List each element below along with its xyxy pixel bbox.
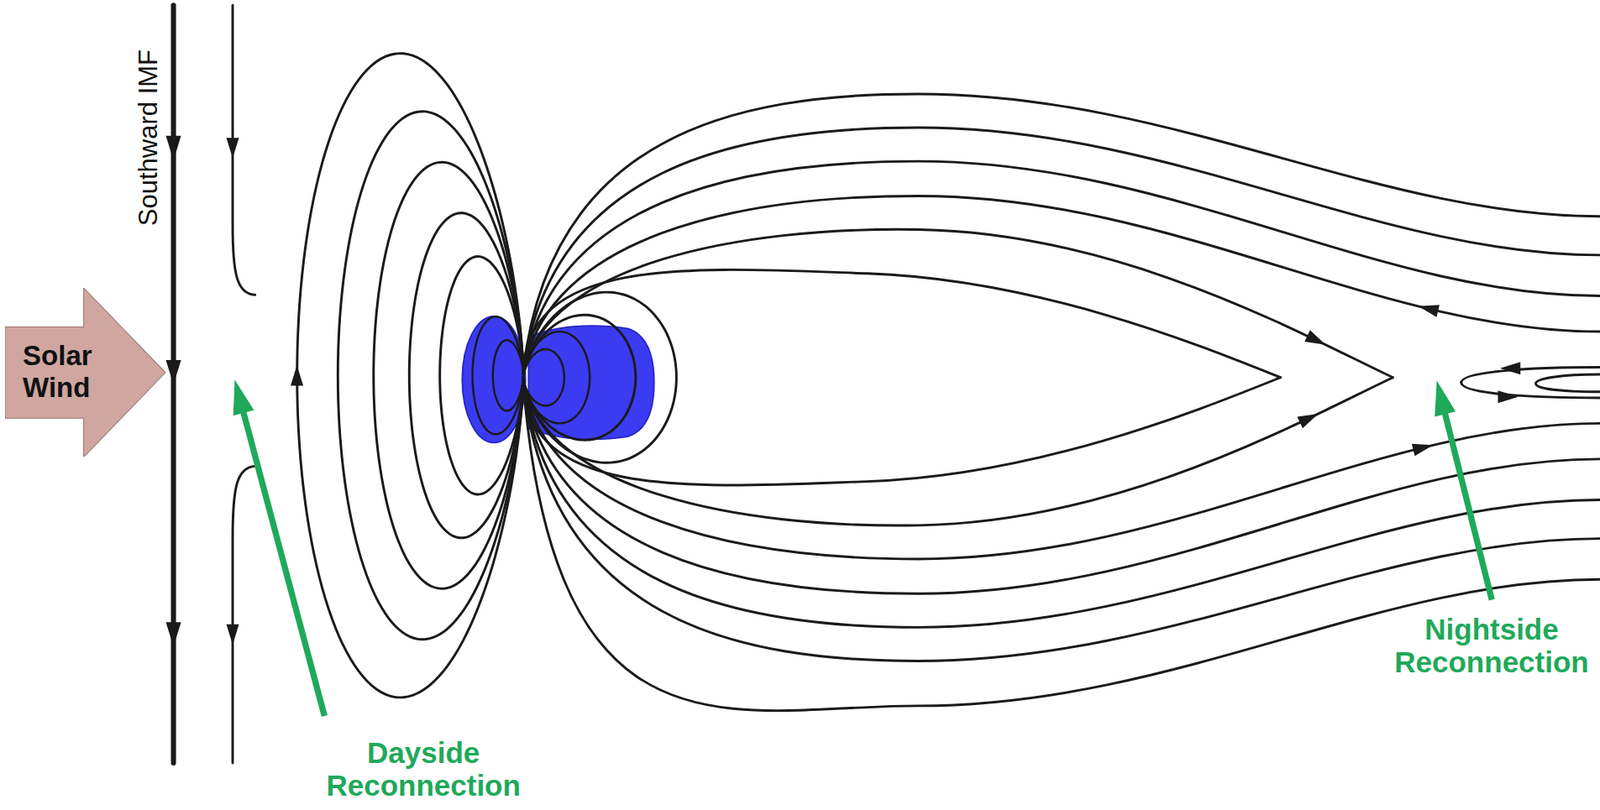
callout-label: Dayside Reconnection [314, 737, 533, 803]
text-holder: Solar Wind [5, 288, 166, 458]
imf-arrowhead [225, 137, 239, 158]
tail-closed-line [523, 377, 1280, 486]
plasmoid-line [1535, 374, 1600, 393]
callout-label: Nightside Reconnection [1386, 613, 1597, 679]
tail-closed-line [523, 229, 1393, 378]
dayside-field-line [409, 213, 524, 539]
earth [461, 316, 654, 444]
axis-label: Southward IMF [134, 49, 163, 226]
dayside-field-line [297, 53, 525, 698]
tail-lobe-line [523, 94, 1600, 370]
tail-closed-line [523, 269, 1280, 378]
field-arrowhead [1304, 330, 1326, 345]
imf-arrowhead [165, 136, 181, 161]
imf-arrowhead [165, 622, 181, 647]
tail-lobe-line [523, 385, 1600, 628]
imf-line [232, 5, 256, 295]
field-arrowhead [1418, 304, 1440, 318]
inner-field-line [472, 316, 525, 435]
dayside-field-line [337, 111, 524, 640]
inner-field-line [493, 340, 524, 411]
tail-lobe-line [523, 385, 1600, 711]
dayside-field-line [440, 257, 525, 495]
leader-line [241, 406, 325, 717]
solar-wind-arrow: Solar Wind [5, 288, 166, 458]
tail-lobe-line [523, 195, 1600, 370]
field-arrowhead [1411, 444, 1433, 457]
leader-arrowhead [1434, 380, 1456, 417]
imf-arrowhead [225, 624, 239, 646]
imf-line [232, 466, 256, 764]
leader-arrowhead [233, 379, 255, 416]
node-label: Solar Wind [22, 340, 107, 404]
field-arrowhead [290, 365, 304, 386]
leader-line [1443, 407, 1493, 600]
tail-lobe-line [523, 161, 1600, 370]
dayside-field-line [373, 162, 524, 589]
field-arrowhead [1500, 361, 1521, 375]
imf-arrowhead [165, 360, 181, 385]
arrow-outline [5, 288, 166, 458]
nightside-field-line [523, 292, 677, 463]
field-arrowhead [1498, 390, 1519, 404]
tail-closed-line [523, 377, 1393, 526]
earth-dayside [461, 316, 525, 444]
inner-field-line [523, 349, 565, 406]
field-arrowhead [1296, 414, 1318, 429]
tail-lobe-line [523, 127, 1600, 370]
tail-lobe-line [523, 385, 1600, 594]
